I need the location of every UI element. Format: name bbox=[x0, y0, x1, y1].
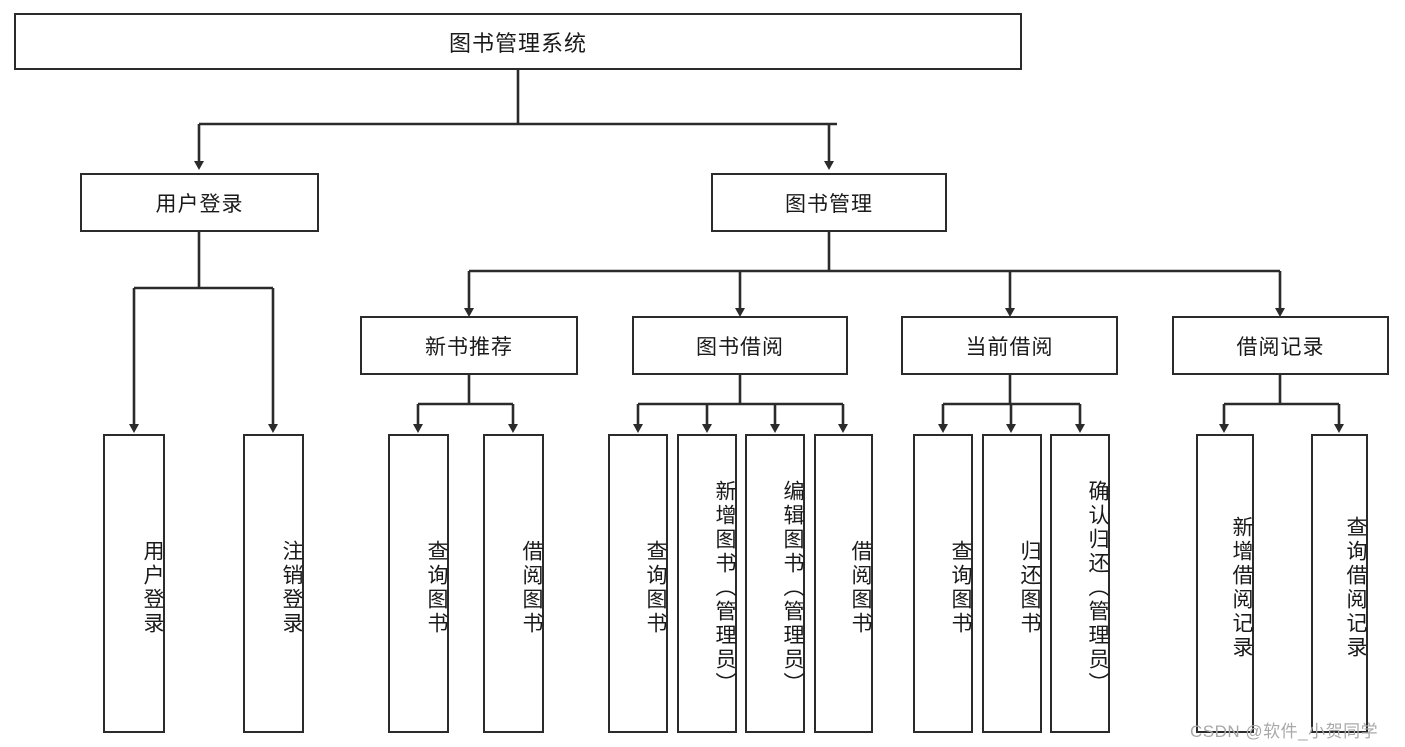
leaf-user-login-signin[interactable]: 用户登录 bbox=[103, 434, 165, 733]
leaf-current-borrow-query[interactable]: 查询图书 bbox=[913, 434, 973, 733]
node-new-book-recommend[interactable]: 新书推荐 bbox=[360, 316, 578, 375]
node-current-borrow[interactable]: 当前借阅 bbox=[901, 316, 1118, 375]
leaf-new-book-borrow[interactable]: 借阅图书 bbox=[483, 434, 544, 733]
leaf-borrow-record-add[interactable]: 新增借阅记录 bbox=[1196, 434, 1254, 733]
node-borrow-record[interactable]: 借阅记录 bbox=[1172, 316, 1389, 375]
leaf-book-borrow-query[interactable]: 查询图书 bbox=[608, 434, 668, 733]
leaf-current-borrow-confirm[interactable]: 确认归还（管理员） bbox=[1050, 434, 1110, 733]
node-root-system[interactable]: 图书管理系统 bbox=[14, 13, 1022, 70]
leaf-new-book-query[interactable]: 查询图书 bbox=[388, 434, 449, 733]
node-book-management[interactable]: 图书管理 bbox=[711, 173, 947, 232]
leaf-book-borrow-add[interactable]: 新增图书（管理员） bbox=[677, 434, 737, 733]
node-user-login[interactable]: 用户登录 bbox=[80, 173, 319, 232]
leaf-book-borrow-edit[interactable]: 编辑图书（管理员） bbox=[745, 434, 805, 733]
node-book-borrow[interactable]: 图书借阅 bbox=[632, 316, 848, 375]
leaf-borrow-record-query[interactable]: 查询借阅记录 bbox=[1311, 434, 1368, 733]
csdn-watermark: CSDN @软件_小贺同学 bbox=[1190, 722, 1379, 741]
leaf-current-borrow-return[interactable]: 归还图书 bbox=[982, 434, 1042, 733]
leaf-book-borrow-lend[interactable]: 借阅图书 bbox=[814, 434, 873, 733]
leaf-user-login-logout[interactable]: 注销登录 bbox=[243, 434, 304, 733]
